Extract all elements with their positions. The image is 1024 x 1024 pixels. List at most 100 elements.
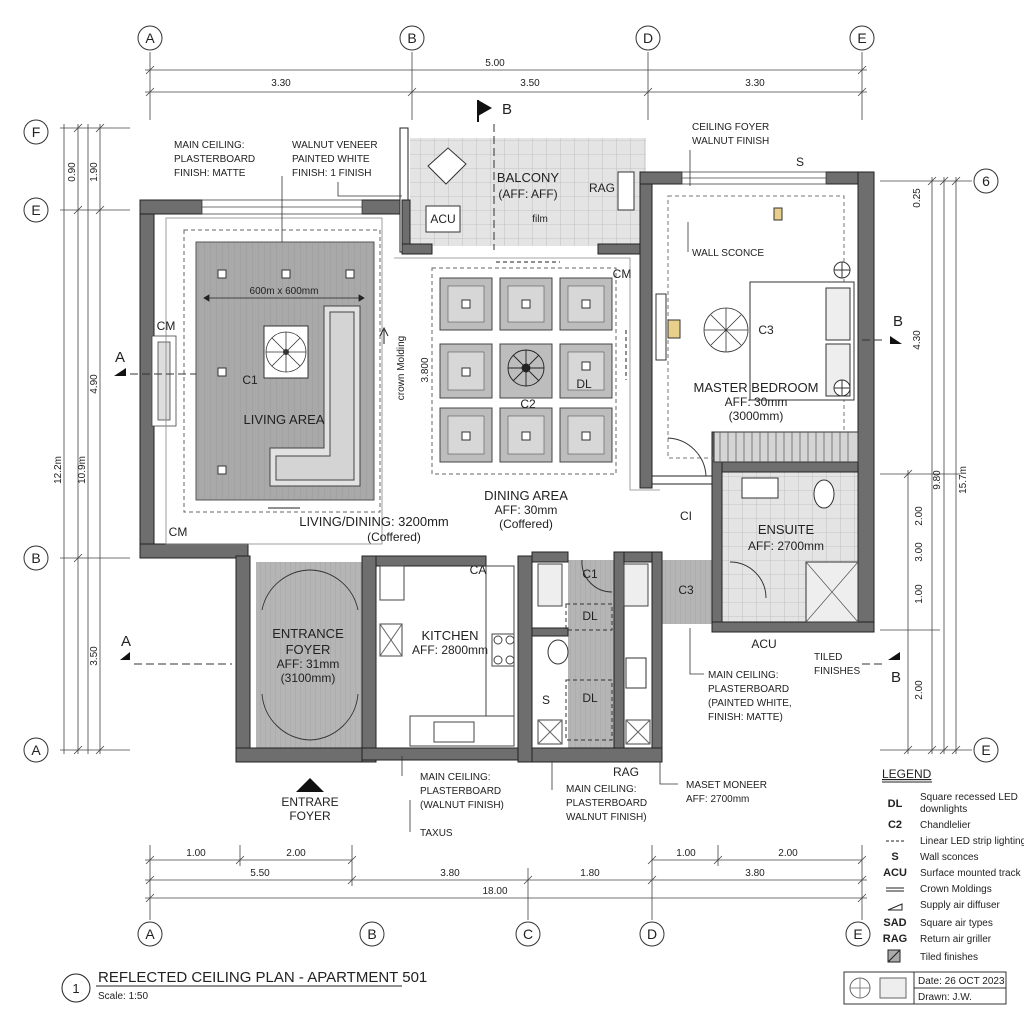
hall-dl-box (565, 603, 613, 631)
note-line: MAIN CEILING: (708, 670, 779, 681)
hall-ceiling-panel (568, 560, 614, 748)
closet-rail (713, 431, 859, 463)
dl-label-2: DL (582, 609, 598, 623)
living-coffer-size: 600m x 600mm (250, 286, 319, 297)
grid-bottom-e: E (853, 926, 862, 942)
dim-bottom-r2-2: 3.80 (440, 868, 460, 879)
callout-leaders (281, 150, 704, 832)
ensuite-vanity (741, 477, 779, 499)
strip-light-arrows (268, 261, 627, 509)
ensuite-room-name: ENSUITE (758, 522, 815, 537)
ensuite-door-swing (729, 561, 767, 599)
dim-right-overall-b: 15.7m (958, 466, 969, 494)
entry-arrow (296, 778, 324, 792)
sconce-s-label: S (796, 155, 804, 169)
dim-top-overall: 5.00 (485, 58, 505, 69)
living-room-name: LIVING AREA (244, 412, 325, 427)
grid-left-e: E (31, 202, 40, 218)
dining-room-name: DINING AREA (484, 488, 568, 503)
grid-bottom-d: D (647, 926, 657, 942)
legend-sym-acu: ACU (883, 867, 907, 879)
hall-closets (537, 563, 651, 745)
walls (139, 127, 875, 763)
foyer-ceiling-panel (256, 562, 364, 758)
master-aff: AFF: 30mm (725, 395, 788, 409)
note-line: WALNUT FINISH (692, 136, 769, 147)
balcony-grille (617, 171, 635, 211)
living-dining-note: (Coffered) (367, 530, 421, 544)
legend-sym-crown (886, 887, 904, 892)
legend-text-rag: Return air griller (920, 934, 992, 945)
dining-vertical-dim: 3.800 (420, 357, 431, 382)
grid-right-e: E (981, 742, 990, 758)
legend-text-diffuser: Supply air diffuser (920, 900, 1001, 911)
c1b-label: C1 (582, 567, 598, 581)
dim-right-4: 3.00 (914, 542, 925, 562)
ci-label: CI (680, 509, 692, 523)
balcony-acu-unit (425, 205, 461, 233)
rag-label-2: RAG (613, 765, 639, 779)
living-coffer-dimension (203, 294, 365, 302)
legend-text-tiled: Tiled finishes (920, 952, 978, 963)
acu-label-1: ACU (430, 212, 455, 226)
dim-left-2: 4.90 (89, 374, 100, 394)
hall-basin (625, 657, 647, 689)
dim-bottom-r1-1: 1.00 (186, 848, 206, 859)
wall-sconce-fixture-2 (773, 207, 783, 221)
c3-ceiling-panel (660, 560, 720, 624)
drawing-drawn-by: Drawn: J.W. (918, 992, 972, 1003)
note-line: PLASTERBOARD (174, 154, 255, 165)
grid-top-e: E (857, 30, 866, 46)
note-line: MASET MONEER (686, 780, 767, 791)
dimension-lines-bottom (145, 845, 867, 920)
ensuite-aff: AFF: 2700mm (748, 539, 824, 553)
drawing-scale: Scale: 1:50 (98, 991, 148, 1002)
dimension-lines-right (880, 176, 972, 755)
foyer-name-1: ENTRANCE (272, 626, 344, 641)
legend-text-c2: Chandlelier (920, 820, 971, 831)
foyer-doors (261, 569, 359, 741)
section-b-top-arrow (478, 100, 492, 116)
chandelier-c3 (703, 307, 749, 353)
section-a-label-2: A (121, 633, 131, 650)
foyer-note: (3100mm) (281, 671, 336, 685)
note-line: WALNUT VENEER (292, 140, 378, 151)
note-wall-sconce: WALL SCONCE (692, 248, 764, 259)
grid-bottom-b: B (367, 926, 376, 942)
ensuite-toilet (813, 479, 835, 509)
note-line: FINISH: MATTE (174, 168, 246, 179)
c1-label: C1 (242, 373, 258, 387)
note-tiled: TILED FINISHES (814, 652, 860, 677)
kitchen-counters (379, 565, 515, 747)
wall-sconce-fixture (667, 319, 681, 339)
kitchen-aff: AFF: 2800mm (412, 643, 488, 657)
legend-text-strip: Linear LED strip lighting (920, 836, 1024, 847)
cm-label-2: CM (169, 525, 188, 539)
bed (749, 261, 855, 401)
dim-left-1: 0.90 (67, 162, 78, 182)
hall-toilet (547, 639, 569, 665)
entry-label-1: ENTRARE (281, 795, 338, 809)
dim-right-3: 2.00 (914, 506, 925, 526)
dim-left-overall-a: 12.2m (53, 456, 64, 484)
grid-bubbles-left: F E B A (23, 119, 49, 763)
note-taxus: TAXUS (420, 828, 453, 839)
balcony-chair (427, 147, 467, 185)
drawing-date: Date: 26 OCT 2023 (918, 976, 1005, 987)
grid-top-d: D (643, 30, 653, 46)
master-room-name: MASTER BEDROOM (694, 380, 819, 395)
living-dining-name: LIVING/DINING: 3200mm (299, 514, 449, 529)
sofa (269, 305, 361, 487)
bedroom-door-swing (667, 437, 707, 477)
note-main-ceiling-2: MAIN CEILING: PLASTERBOARD (PAINTED WHIT… (708, 670, 792, 723)
legend-sym-s: S (891, 851, 898, 863)
section-b-top-label: B (502, 101, 512, 118)
dining-downlights (461, 299, 591, 441)
dim-top-2: 3.50 (520, 78, 540, 89)
section-a-label-1: A (115, 349, 125, 366)
legend-text-sad: Square air types (920, 918, 993, 929)
dim-right-overall-a: 9.80 (932, 470, 943, 490)
note-line: FINISHES (814, 666, 860, 677)
